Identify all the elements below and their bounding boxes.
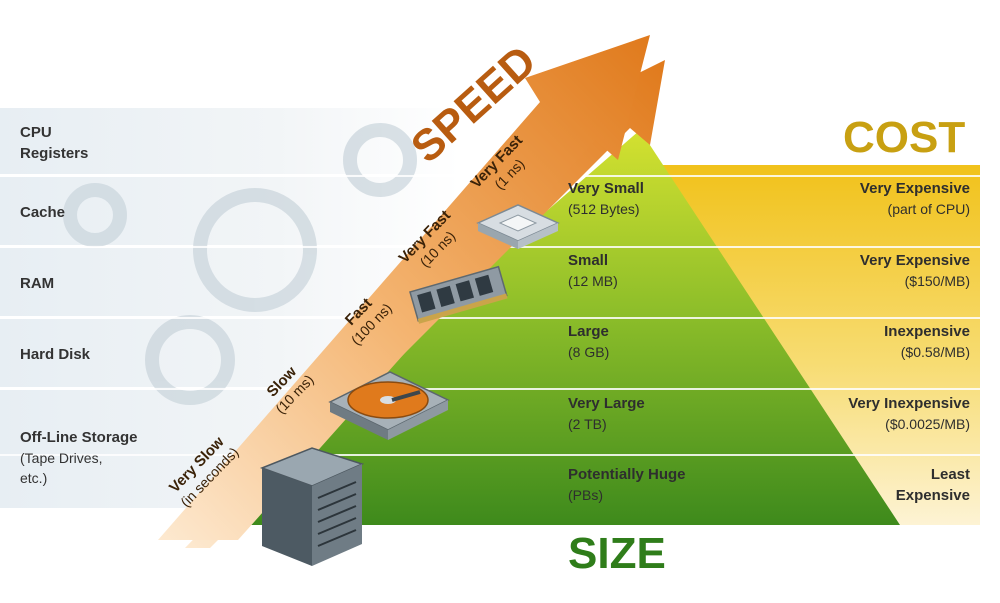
size-header: SIZE <box>568 529 666 578</box>
cost-sub-registers: (part of CPU) <box>888 201 970 217</box>
cost-header: COST <box>843 113 965 162</box>
server-tower-icon <box>259 447 365 566</box>
cost-region <box>640 165 980 525</box>
cost-label-registers: Very Expensive <box>860 180 970 197</box>
gears-decoration-icon <box>63 123 417 405</box>
level-sublabel-offline-2: etc.) <box>20 470 47 486</box>
cost-sub-ram: ($0.58/MB) <box>901 344 970 360</box>
cost-label-cache: Very Expensive <box>860 252 970 269</box>
band-cpu-registers <box>0 108 460 174</box>
size-sub-cache: (12 MB) <box>568 273 618 289</box>
cost-label-hard-disk: Very Inexpensive <box>848 395 970 412</box>
level-label-offline: Off-Line Storage <box>20 429 138 446</box>
level-label-hard-disk: Hard Disk <box>20 346 91 363</box>
size-sub-offline: (PBs) <box>568 487 603 503</box>
size-sub-hard-disk: (2 TB) <box>568 416 607 432</box>
level-label-cache: Cache <box>20 204 65 221</box>
level-label-ram: RAM <box>20 275 54 292</box>
size-labels: Very Small (512 Bytes) Small (12 MB) Lar… <box>568 180 686 503</box>
size-label-cache: Small <box>568 252 608 269</box>
size-sub-registers: (512 Bytes) <box>568 201 640 217</box>
size-label-registers: Very Small <box>568 180 644 197</box>
level-label-registers: Registers <box>20 145 88 162</box>
level-label-cpu: CPU <box>20 124 52 141</box>
level-labels: CPU Registers Cache RAM Hard Disk Off-Li… <box>20 124 138 486</box>
size-sub-ram: (8 GB) <box>568 344 609 360</box>
cost-label-offline: Least <box>931 466 970 483</box>
size-label-offline: Potentially Huge <box>568 466 686 483</box>
cost-sub-offline: Expensive <box>896 487 970 504</box>
cost-labels: Very Expensive (part of CPU) Very Expens… <box>848 180 970 504</box>
level-sublabel-offline-1: (Tape Drives, <box>20 450 102 466</box>
ram-module-icon <box>409 265 508 324</box>
cpu-chip-icon <box>476 204 560 249</box>
speed-arrow-body <box>158 35 650 540</box>
cost-label-ram: Inexpensive <box>884 323 970 340</box>
size-label-hard-disk: Very Large <box>568 395 645 412</box>
cost-sub-hard-disk: ($0.0025/MB) <box>885 416 970 432</box>
hard-drive-icon <box>328 371 450 440</box>
cost-sub-cache: ($150/MB) <box>905 273 970 289</box>
size-label-ram: Large <box>568 323 609 340</box>
